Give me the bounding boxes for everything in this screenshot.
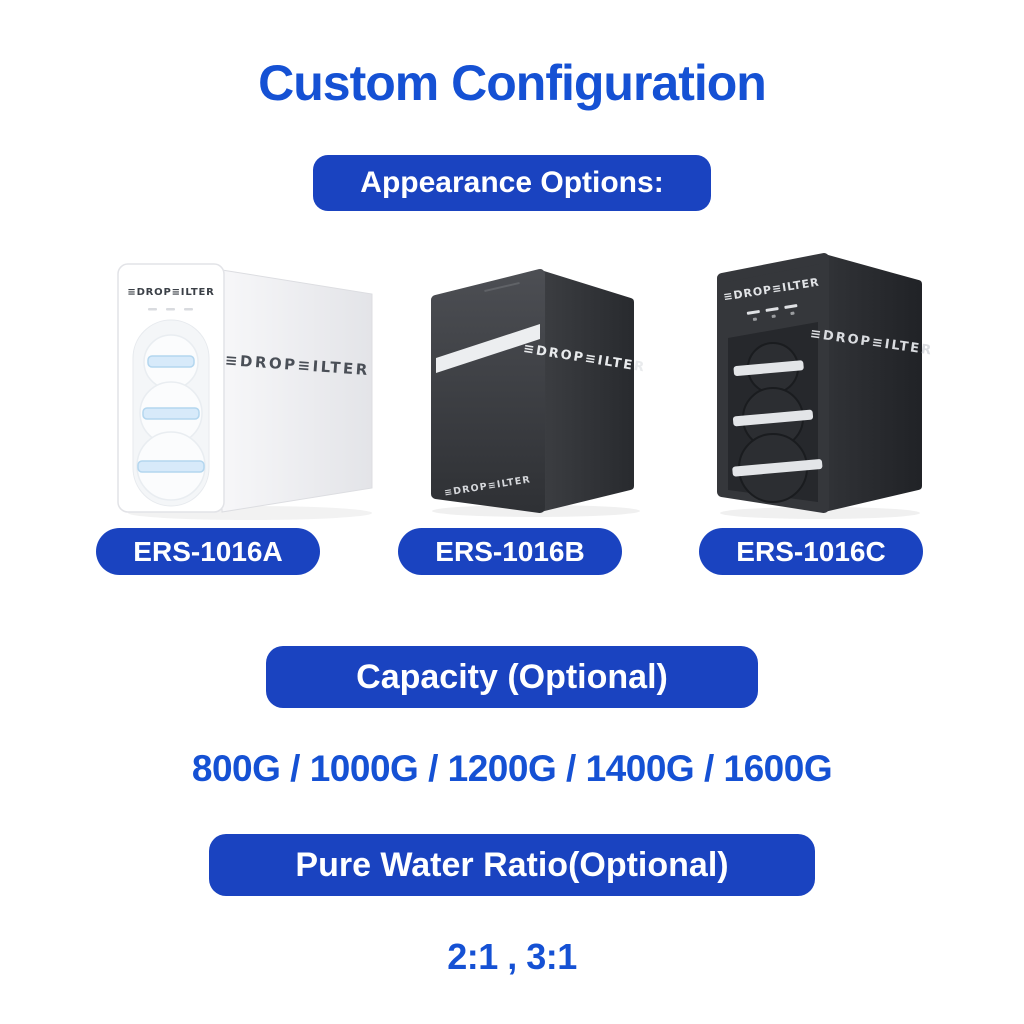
page-title: Custom Configuration xyxy=(258,55,767,111)
top-fine-print xyxy=(484,281,520,293)
product-image-ers-1016b: ≡DROP≡ILTER ≡DROP≡ILTER xyxy=(418,258,668,520)
appearance-options-header: Appearance Options: xyxy=(313,155,711,211)
dark-gray-filter-unit-illustration: ≡DROP≡ILTER ≡DROP≡ILTER xyxy=(431,269,647,517)
filter-handles xyxy=(137,355,205,473)
unit-front-panel xyxy=(431,269,545,513)
unit-side-panel xyxy=(820,254,922,512)
unit-side-panel xyxy=(536,270,634,512)
black-filter-unit-illustration: ≡DROP≡ILTER ≡DROP≡ILTER xyxy=(717,253,934,519)
product-shadow xyxy=(720,507,920,519)
pure-water-ratio-options: 2:1 , 3:1 xyxy=(447,936,577,977)
white-filter-unit-illustration: ≡DROP≡ILTER ≡DROP≡ILTER xyxy=(117,263,373,520)
filter-handles xyxy=(732,360,823,477)
status-indicators xyxy=(148,308,193,311)
model-badge-ers-1016c: ERS-1016C xyxy=(699,528,923,575)
model-badge-ers-1016a: ERS-1016A xyxy=(96,528,320,575)
capacity-options: 800G / 1000G / 1200G / 1400G / 1600G xyxy=(191,748,833,789)
capacity-header: Capacity (Optional) xyxy=(266,646,758,708)
product-image-ers-1016c: ≡DROP≡ILTER ≡DROP≡ILTER xyxy=(702,246,937,522)
model-badge-ers-1016b: ERS-1016B xyxy=(398,528,622,575)
accent-stripe xyxy=(436,324,540,373)
unit-side-panel xyxy=(221,269,373,513)
brand-logo-front: ≡DROP≡ILTER xyxy=(127,287,214,298)
pure-water-ratio-header: Pure Water Ratio(Optional) xyxy=(209,834,815,896)
product-image-ers-1016a: ≡DROP≡ILTER ≡DROP≡ILTER xyxy=(100,250,390,522)
control-switches xyxy=(746,304,798,321)
